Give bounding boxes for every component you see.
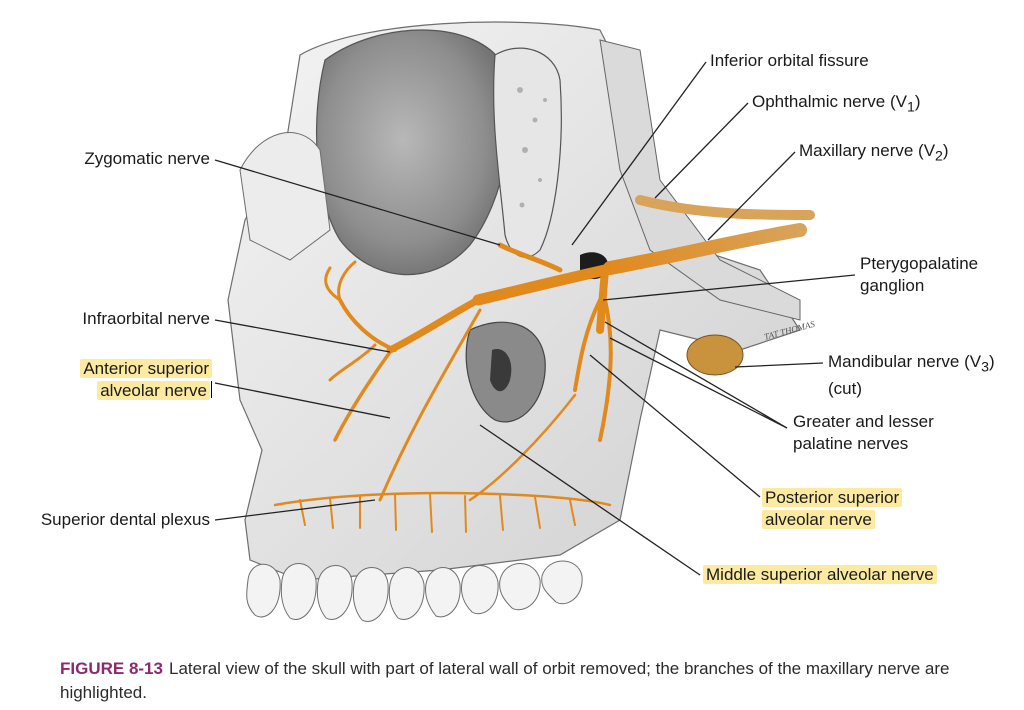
label-greater-lesser-line2: palatine nerves <box>793 434 909 453</box>
label-ophthalmic-nerve: Ophthalmic nerve (V1) <box>752 91 921 118</box>
label-posterior-superior-line1: Posterior superior <box>762 488 903 507</box>
label-ophthalmic-nerve-text: Ophthalmic nerve (V <box>752 92 907 111</box>
label-greater-lesser-palatine: Greater and lesser palatine nerves <box>793 411 934 455</box>
label-mandibular-nerve: Mandibular nerve (V3) (cut) <box>828 351 995 400</box>
label-superior-dental-plexus-text: Superior dental plexus <box>40 510 210 529</box>
sphenoid-wing <box>599 39 801 321</box>
leader-lines <box>214 61 856 576</box>
label-mandibular-line2: (cut) <box>828 379 862 399</box>
label-maxillary-nerve: Maxillary nerve (V2) <box>799 140 949 167</box>
label-maxillary-sub: 2 <box>935 148 943 165</box>
label-anterior-superior-line1: Anterior superior <box>80 359 212 378</box>
label-pterygopalatine-ganglion: Pterygopalatine ganglion <box>860 253 978 297</box>
teeth <box>246 560 583 622</box>
label-anterior-superior-line2: alveolar nerve <box>97 381 210 400</box>
label-ophthalmic-close: ) <box>914 92 921 111</box>
label-middle-superior-alveolar-nerve: Middle superior alveolar nerve <box>703 564 937 586</box>
label-mandibular-line1: Mandibular nerve (V <box>828 352 982 371</box>
label-posterior-superior-alveolar-nerve: Posterior superior alveolar nerve <box>762 487 903 531</box>
label-maxillary-close: ) <box>942 141 949 160</box>
label-posterior-superior-line2: alveolar nerve <box>762 510 875 529</box>
label-zygomatic-nerve-text: Zygomatic nerve <box>84 149 210 168</box>
label-pterygopalatine-line2: ganglion <box>860 276 925 295</box>
label-anterior-superior-alveolar-nerve: Anterior superior alveolar nerve <box>50 358 212 402</box>
nerve-paths <box>273 195 815 533</box>
figure-number: FIGURE 8-13 <box>60 659 163 678</box>
label-inferior-orbital-fissure: Inferior orbital fissure <box>710 50 869 72</box>
label-mandibular-sub: 3 <box>981 359 989 376</box>
text-cursor <box>211 381 212 398</box>
label-middle-superior-text: Middle superior alveolar nerve <box>703 565 937 584</box>
label-ophthalmic-sub: 1 <box>906 99 915 116</box>
label-infraorbital-nerve-text: Infraorbital nerve <box>82 309 210 328</box>
zygomatic-arch <box>239 132 331 261</box>
label-maxillary-nerve-text: Maxillary nerve (V <box>799 141 936 160</box>
label-greater-lesser-line1: Greater and lesser <box>793 412 934 431</box>
label-superior-dental-plexus: Superior dental plexus <box>4 509 210 531</box>
mandibular-stump <box>686 334 744 376</box>
label-infraorbital-nerve: Infraorbital nerve <box>40 308 210 330</box>
label-zygomatic-nerve: Zygomatic nerve <box>58 148 210 170</box>
label-pterygopalatine-line1: Pterygopalatine <box>860 254 979 273</box>
figure-caption-text: Lateral view of the skull with part of l… <box>60 659 950 702</box>
label-mandibular-close: ) <box>988 352 995 371</box>
label-inferior-orbital-fissure-text: Inferior orbital fissure <box>710 51 869 70</box>
skull-illustration: TAT THOMAS <box>214 21 856 622</box>
